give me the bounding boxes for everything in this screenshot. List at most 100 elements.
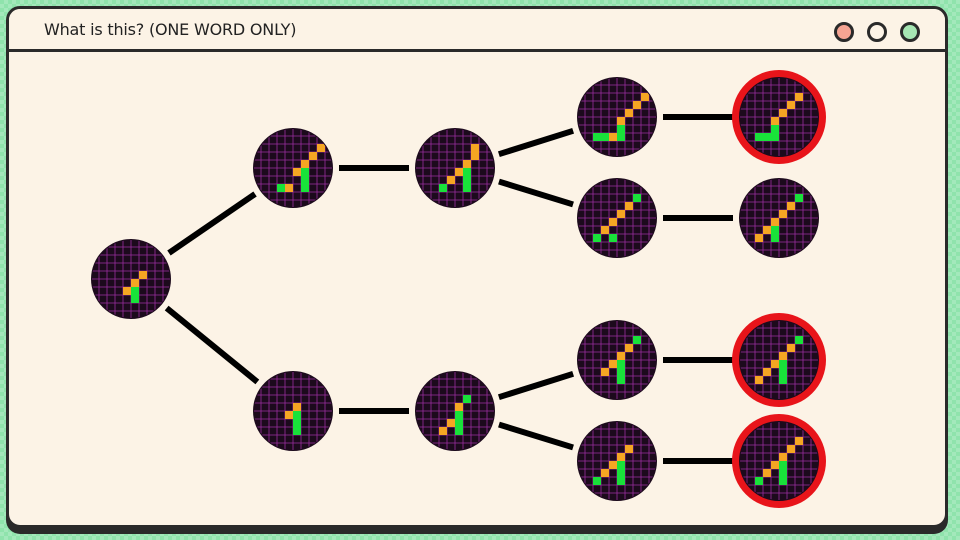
node-grid bbox=[740, 179, 818, 257]
orange-block bbox=[795, 437, 803, 445]
node-n3 bbox=[577, 77, 657, 157]
orange-block bbox=[779, 109, 787, 117]
node-n5 bbox=[577, 178, 657, 258]
node-grid bbox=[92, 240, 170, 318]
green-block bbox=[617, 133, 625, 141]
orange-block bbox=[625, 109, 633, 117]
green-block bbox=[771, 133, 779, 141]
orange-block bbox=[447, 176, 455, 184]
orange-block bbox=[463, 160, 471, 168]
orange-block bbox=[285, 184, 293, 192]
pattern-tree-diagram bbox=[91, 70, 826, 508]
node-n8 bbox=[415, 371, 495, 451]
node-grid bbox=[578, 321, 656, 399]
orange-block bbox=[771, 360, 779, 368]
green-block bbox=[463, 184, 471, 192]
green-block bbox=[455, 419, 463, 427]
green-block bbox=[593, 133, 601, 141]
green-block bbox=[771, 125, 779, 133]
green-block bbox=[771, 226, 779, 234]
edge-n8-n11 bbox=[498, 421, 574, 451]
green-block bbox=[463, 168, 471, 176]
orange-block bbox=[779, 210, 787, 218]
green-block bbox=[131, 295, 139, 303]
green-block bbox=[463, 395, 471, 403]
node-n11 bbox=[577, 421, 657, 501]
orange-block bbox=[795, 93, 803, 101]
orange-block bbox=[601, 368, 609, 376]
edge-n8-n9 bbox=[497, 370, 575, 401]
green-block bbox=[633, 194, 641, 202]
edge-n0-n7 bbox=[164, 305, 260, 385]
node-grid bbox=[254, 372, 332, 450]
orange-block bbox=[787, 344, 795, 352]
green-block bbox=[601, 133, 609, 141]
orange-block bbox=[617, 117, 625, 125]
minimize-button[interactable] bbox=[867, 22, 887, 42]
green-block bbox=[755, 477, 763, 485]
orange-block bbox=[601, 469, 609, 477]
green-block bbox=[617, 125, 625, 133]
green-block bbox=[755, 133, 763, 141]
node-n9 bbox=[577, 320, 657, 400]
green-block bbox=[293, 419, 301, 427]
maximize-button[interactable] bbox=[900, 22, 920, 42]
green-block bbox=[609, 234, 617, 242]
node-grid bbox=[578, 78, 656, 156]
edge-n0-n1 bbox=[167, 191, 257, 256]
close-button[interactable] bbox=[834, 22, 854, 42]
green-block bbox=[131, 287, 139, 295]
green-block bbox=[463, 176, 471, 184]
green-block bbox=[633, 336, 641, 344]
orange-block bbox=[609, 218, 617, 226]
green-block bbox=[293, 411, 301, 419]
green-block bbox=[301, 168, 309, 176]
orange-block bbox=[455, 168, 463, 176]
green-block bbox=[779, 376, 787, 384]
green-block bbox=[617, 477, 625, 485]
edge-n2-n5 bbox=[498, 178, 574, 208]
node-grid bbox=[416, 372, 494, 450]
orange-block bbox=[285, 411, 293, 419]
orange-block bbox=[301, 160, 309, 168]
orange-block bbox=[633, 101, 641, 109]
app-window: What is this? (ONE WORD ONLY) bbox=[6, 6, 948, 528]
orange-block bbox=[131, 279, 139, 287]
node-n6 bbox=[739, 178, 819, 258]
node-n1 bbox=[253, 128, 333, 208]
orange-block bbox=[139, 271, 147, 279]
orange-block bbox=[293, 403, 301, 411]
edge-n2-n3 bbox=[497, 127, 575, 158]
green-block bbox=[795, 336, 803, 344]
orange-block bbox=[617, 352, 625, 360]
green-block bbox=[779, 469, 787, 477]
green-block bbox=[617, 461, 625, 469]
orange-block bbox=[471, 144, 479, 152]
node-grid bbox=[578, 422, 656, 500]
node-n10 bbox=[732, 313, 826, 407]
orange-block bbox=[763, 368, 771, 376]
green-block bbox=[301, 184, 309, 192]
orange-block bbox=[787, 101, 795, 109]
orange-block bbox=[763, 469, 771, 477]
green-block bbox=[779, 477, 787, 485]
node-n12 bbox=[732, 414, 826, 508]
green-block bbox=[593, 477, 601, 485]
orange-block bbox=[617, 210, 625, 218]
orange-block bbox=[787, 202, 795, 210]
green-block bbox=[795, 194, 803, 202]
orange-block bbox=[447, 419, 455, 427]
orange-block bbox=[763, 226, 771, 234]
orange-block bbox=[617, 453, 625, 461]
orange-block bbox=[609, 133, 617, 141]
orange-block bbox=[625, 344, 633, 352]
orange-block bbox=[439, 427, 447, 435]
green-block bbox=[617, 469, 625, 477]
green-block bbox=[617, 376, 625, 384]
orange-block bbox=[787, 445, 795, 453]
node-grid bbox=[254, 129, 332, 207]
green-block bbox=[455, 411, 463, 419]
green-block bbox=[763, 133, 771, 141]
node-grid bbox=[740, 321, 818, 399]
green-block bbox=[301, 176, 309, 184]
